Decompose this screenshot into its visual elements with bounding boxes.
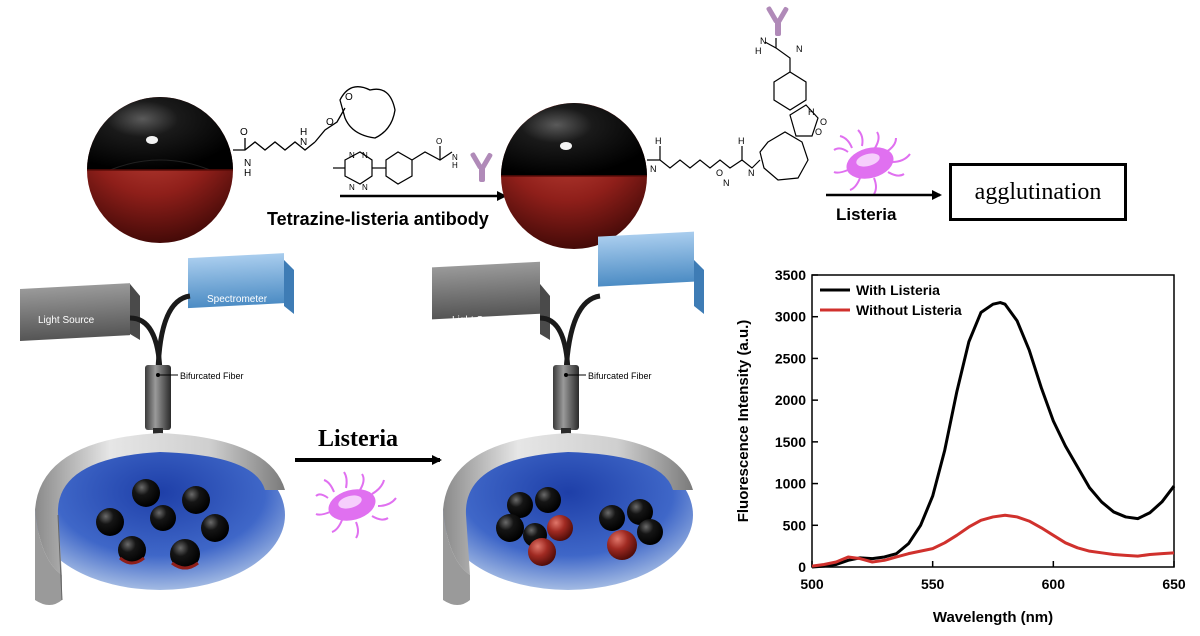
svg-text:H: H: [738, 136, 745, 146]
light-source-label-left: Light Source: [38, 315, 95, 326]
svg-text:N: N: [796, 44, 803, 54]
chart-ylabel: Fluorescence Intensity (a.u.): [735, 320, 752, 523]
light-source-label-right: Light Source: [452, 315, 509, 326]
svg-text:N: N: [748, 168, 755, 178]
y-tick-label: 0: [798, 559, 806, 575]
light-source-box-left: [20, 283, 140, 341]
y-tick-label: 3500: [775, 267, 806, 283]
antibody-icon: [470, 152, 493, 182]
setup-left: Light Source Spectrometer Bifurcated Fib…: [20, 253, 294, 605]
antibody-icon-product: [766, 6, 789, 36]
svg-text:O: O: [240, 127, 248, 138]
series-line-with-listeria: [811, 301, 1176, 569]
svg-text:H: H: [300, 127, 307, 138]
legend-label-with: With Listeria: [856, 282, 940, 298]
agglutination-label: agglutination: [974, 178, 1102, 205]
spectrometer-box-left: [188, 253, 294, 314]
svg-text:N: N: [452, 153, 458, 162]
bacterium-icon: [833, 129, 911, 195]
tetrazine-antibody-label: Tetrazine-listeria antibody: [267, 209, 489, 229]
chem-atoms-tetrazine: N N N N N H O: [349, 137, 458, 192]
dish-beads-left: [96, 479, 229, 570]
svg-text:H: H: [452, 161, 458, 170]
y-tick-label: 500: [783, 517, 807, 533]
setup-right: Light Source Spectrometer Bifurcated Fib…: [432, 231, 704, 605]
x-tick-label: 600: [1042, 576, 1066, 592]
svg-text:O: O: [436, 137, 442, 146]
fiber-label-right: Bifurcated Fiber: [588, 371, 652, 381]
linker-structure-left: [233, 86, 396, 151]
x-tick-label: 500: [800, 576, 824, 592]
y-tick-label: 3000: [775, 309, 806, 325]
chart-series: [811, 301, 1176, 569]
bead-large-left: [87, 97, 233, 243]
agglutination-box: agglutination: [949, 163, 1127, 221]
svg-text:O: O: [345, 92, 353, 103]
svg-text:N: N: [650, 164, 657, 174]
series-line-without-listeria: [811, 513, 1175, 568]
svg-text:N: N: [362, 183, 368, 192]
svg-text:N: N: [723, 178, 730, 188]
svg-text:O: O: [716, 168, 723, 178]
svg-text:H: H: [244, 168, 251, 179]
y-tick-label: 2500: [775, 350, 806, 366]
x-tick-label: 550: [921, 576, 945, 592]
bead-large-right: [501, 103, 647, 249]
tetrazine-structure: [333, 146, 453, 185]
product-structure: [647, 38, 819, 181]
y-tick-label: 1000: [775, 476, 806, 492]
svg-text:N: N: [760, 36, 767, 46]
svg-text:N: N: [349, 151, 355, 160]
fiber-label-left: Bifurcated Fiber: [180, 371, 244, 381]
chart-legend: With Listeria Without Listeria: [820, 282, 962, 318]
dish-beads-right: [496, 487, 663, 566]
svg-text:N: N: [300, 137, 307, 148]
chart-xlabel: Wavelength (nm): [933, 609, 1053, 626]
svg-text:O: O: [820, 117, 827, 127]
chem-atoms-product: H N O N H N H O O N N H: [650, 36, 827, 188]
legend-label-without: Without Listeria: [856, 302, 962, 318]
svg-text:N: N: [362, 151, 368, 160]
spectrometer-label-right: Spectrometer: [617, 294, 678, 305]
svg-text:O: O: [326, 117, 334, 128]
listeria-reaction-label: Listeria: [836, 205, 897, 224]
bacterium-icon-setup: [315, 471, 397, 539]
light-source-box-right: [432, 261, 550, 340]
x-tick-label: 650: [1162, 576, 1186, 592]
listeria-setup-label: Listeria: [318, 426, 398, 452]
y-tick-label: 1500: [775, 434, 806, 450]
svg-text:H: H: [755, 46, 762, 56]
svg-text:N: N: [349, 183, 355, 192]
chem-atoms-left: O N H N H O O: [240, 92, 353, 179]
chart-frame: [811, 274, 1175, 568]
svg-text:N: N: [244, 158, 251, 169]
y-tick-label: 2000: [775, 392, 806, 408]
svg-text:H: H: [808, 107, 815, 117]
spectrometer-box-right: [598, 231, 704, 314]
svg-text:O: O: [815, 127, 822, 137]
svg-text:H: H: [655, 136, 662, 146]
spectrometer-label-left: Spectrometer: [207, 294, 268, 305]
